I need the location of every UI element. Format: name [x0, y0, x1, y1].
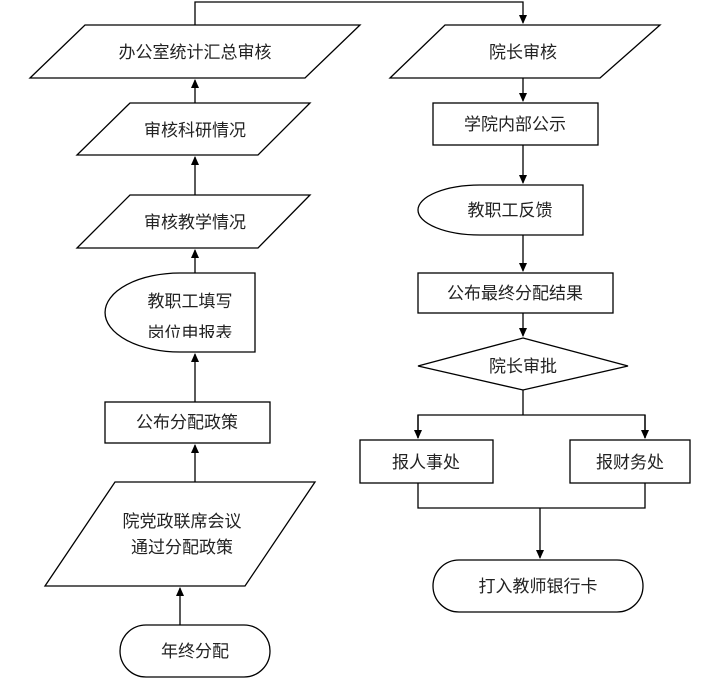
node-publish-policy: 公布分配政策	[104, 401, 271, 444]
node-finance: 报财务处	[569, 439, 691, 484]
node-hr: 报人事处	[359, 439, 494, 484]
node-staff-fill-form: 教职工填写 岗位申报表	[104, 272, 256, 353]
hr-label: 报人事处	[392, 453, 460, 473]
node-bank: 打入教师银行卡	[432, 559, 644, 613]
node-year-end: 年终分配	[119, 624, 271, 678]
publish-policy-label: 公布分配政策	[136, 413, 238, 433]
connectors	[176, 1, 649, 625]
node-research-review: 审核科研情况	[75, 102, 312, 156]
node-staff-feedback: 教职工反馈	[417, 184, 584, 236]
node-publish-result: 公布最终分配结果	[417, 272, 614, 314]
node-internal-notice: 学院内部公示	[432, 102, 599, 146]
node-teaching-review: 审核教学情况	[75, 194, 312, 249]
bank-label: 打入教师银行卡	[479, 577, 598, 597]
node-office-review: 办公室统计汇总审核	[28, 24, 362, 79]
dean-approve-label: 院长审批	[489, 357, 557, 377]
staff-fill-label-1: 教职工填写	[148, 292, 233, 312]
internal-notice-label: 学院内部公示	[464, 115, 566, 135]
node-joint-meeting: 院党政联席会议 通过分配政策	[43, 481, 317, 587]
meeting-label-2: 通过分配政策	[131, 538, 233, 558]
staff-feedback-label: 教职工反馈	[468, 201, 553, 221]
staff-fill-label-2: 岗位申报表	[148, 324, 233, 344]
research-review-label: 审核科研情况	[144, 121, 246, 141]
finance-label: 报财务处	[596, 453, 664, 473]
meeting-label-1: 院党政联席会议	[123, 512, 242, 532]
publish-result-label: 公布最终分配结果	[447, 284, 583, 304]
teaching-review-label: 审核教学情况	[144, 213, 246, 233]
node-dean-approve: 院长审批	[417, 337, 629, 391]
dean-review-label: 院长审核	[489, 43, 557, 63]
node-dean-review: 院长审核	[388, 24, 662, 79]
office-review-label: 办公室统计汇总审核	[119, 43, 272, 63]
year-end-label: 年终分配	[161, 642, 229, 662]
